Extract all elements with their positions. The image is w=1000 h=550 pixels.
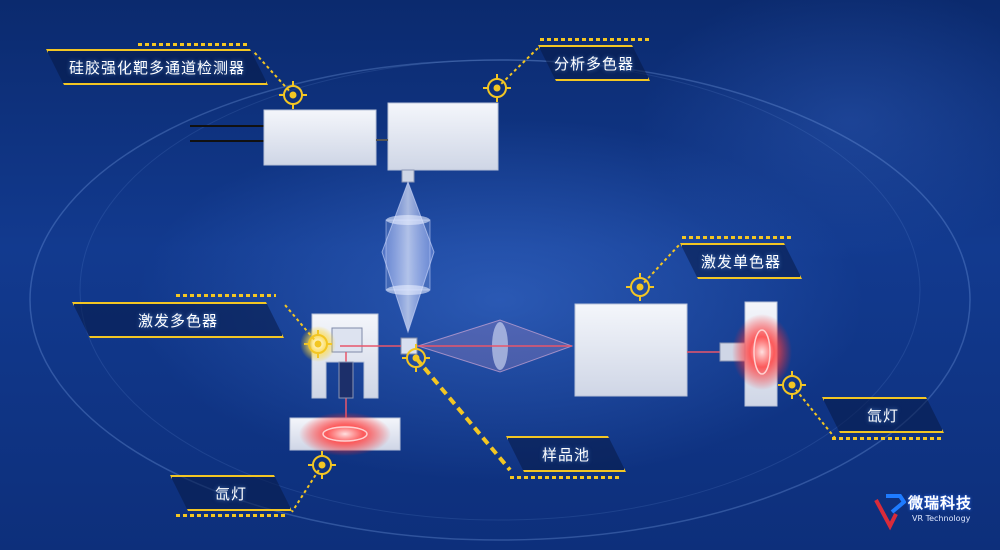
lens-tube	[385, 219, 431, 291]
target-marker-icon	[304, 330, 332, 358]
right-lamp-bulb	[753, 329, 771, 375]
callout-dash	[510, 476, 620, 479]
callout-xenon-left-label: 氙灯	[214, 484, 247, 503]
callout-xenon-right-label: 氙灯	[866, 406, 899, 425]
callout-dash	[682, 236, 792, 239]
callout-dash	[176, 294, 276, 297]
target-marker-icon	[778, 371, 806, 399]
analysis-mono-block	[387, 102, 499, 171]
bg-ring	[79, 59, 921, 521]
logo-name: 微瑞科技	[908, 494, 973, 512]
grating	[331, 327, 363, 353]
leader-line	[253, 51, 294, 96]
bg-ring	[29, 59, 971, 541]
left-lamp-glow	[299, 412, 391, 456]
callout-frame	[170, 475, 292, 511]
left-lamp-bulb	[322, 426, 368, 442]
callout-excitation-poly: 激发多色器	[72, 302, 284, 338]
leader-line-sample	[414, 356, 512, 472]
callout-xenon-left: 氙灯	[170, 475, 292, 511]
callout-excitation-poly-label: 激发多色器	[137, 311, 218, 330]
target-marker-icon	[279, 81, 307, 109]
lens-element	[386, 215, 430, 225]
callout-detector-label: 硅胶强化靶多通道检测器	[68, 58, 245, 77]
callout-dash	[138, 43, 250, 46]
callout-frame	[538, 45, 650, 81]
callout-dash	[176, 514, 288, 517]
leader-line	[791, 384, 836, 439]
callout-excitation-single: 激发单色器	[680, 243, 802, 279]
callout-excitation-single-label: 激发单色器	[700, 252, 781, 271]
callout-sample-cell-label: 样品池	[541, 445, 590, 464]
callout-detector: 硅胶强化靶多通道检测器	[46, 49, 268, 85]
callout-sample-cell: 样品池	[506, 436, 626, 472]
slit	[401, 169, 415, 183]
callout-frame	[680, 243, 802, 279]
leader-line	[639, 243, 681, 288]
target-marker-icon	[308, 451, 336, 479]
logo-subtitle: VR Technology	[912, 514, 971, 523]
detector-block	[263, 109, 377, 166]
callout-xenon-right: 氙灯	[822, 397, 944, 433]
callout-analysis-mono-label: 分析多色器	[553, 54, 634, 73]
excitation-single-block	[574, 303, 688, 397]
callout-dash	[832, 437, 942, 440]
callout-frame	[46, 49, 268, 85]
target-marker-icon	[483, 74, 511, 102]
slit-tube	[338, 361, 354, 399]
lens-element	[386, 285, 430, 295]
target-marker-icon	[626, 273, 654, 301]
logo-mark-icon	[874, 494, 906, 531]
callout-dash	[540, 38, 650, 41]
right-lamp-glow	[732, 314, 792, 390]
callout-analysis-mono: 分析多色器	[538, 45, 650, 81]
target-marker-icon	[402, 344, 430, 372]
company-logo: 微瑞科技 VR Technology	[872, 488, 997, 544]
